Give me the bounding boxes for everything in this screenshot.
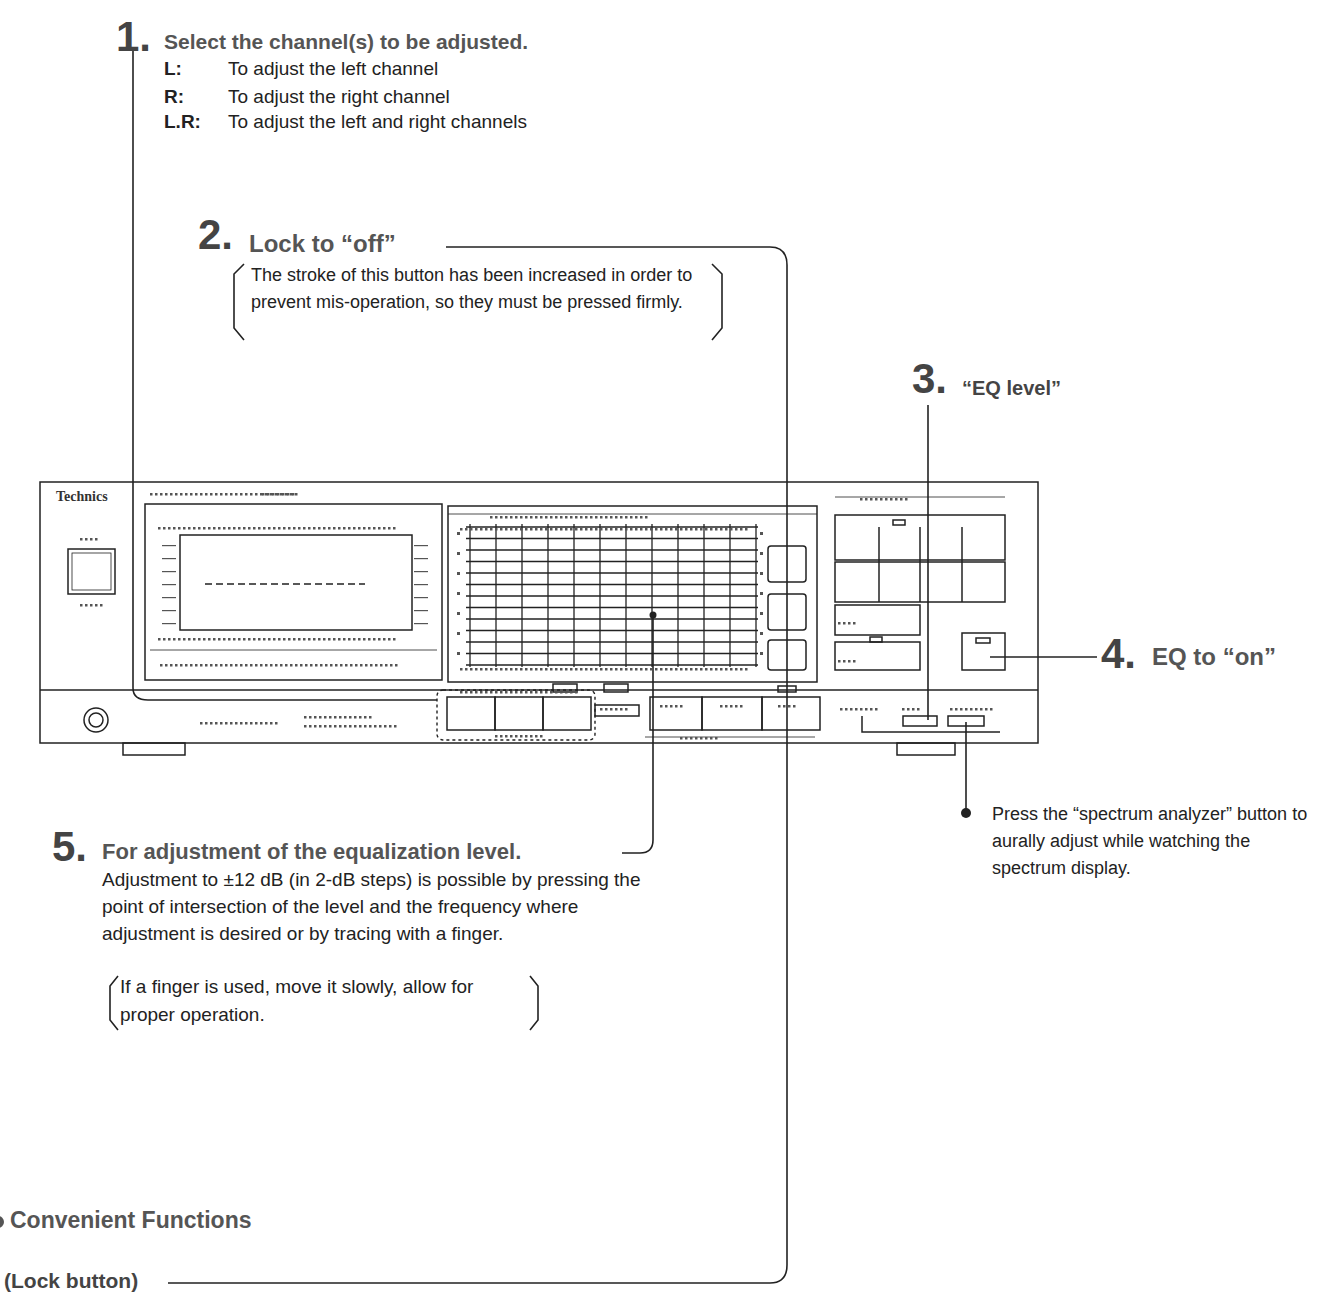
callout-number: 2. (198, 210, 233, 260)
channel-key: L.R: (164, 111, 201, 134)
bullet (0, 1216, 4, 1228)
body-text: Adjustment to ±12 dB (in 2-dB steps) is … (102, 866, 662, 947)
leader-dot (650, 612, 657, 619)
leader-line (168, 247, 787, 1283)
step-heading: EQ to “on” (1152, 643, 1276, 672)
step-heading: Lock to “off” (249, 230, 396, 259)
callout-number: 3. (912, 354, 947, 404)
channel-text: To adjust the left and right channels (228, 111, 527, 134)
note-text: If a finger is used, move it slowly, all… (120, 973, 525, 1029)
leader-line (133, 50, 437, 700)
bracket (234, 264, 244, 340)
dashed-group (437, 690, 595, 740)
channel-text: To adjust the left channel (228, 58, 438, 81)
section-label: (Lock button) (4, 1268, 138, 1293)
leader-line (990, 656, 1097, 658)
section-heading: Convenient Functions (10, 1207, 252, 1235)
step-heading: For adjustment of the equalization level… (102, 839, 521, 865)
channel-text: To adjust the right channel (228, 86, 450, 109)
channel-key: L: (164, 58, 182, 81)
step-heading: Select the channel(s) to be adjusted. (164, 29, 528, 54)
note-text: Press the “spectrum analyzer” button to … (992, 801, 1312, 882)
bracket (530, 976, 538, 1030)
leader-dot (961, 808, 971, 818)
callout-number: 5. (52, 822, 87, 872)
bracket (712, 264, 722, 340)
callout-number: 1. (116, 12, 151, 62)
leader-line (965, 722, 967, 813)
note-text: The stroke of this button has been incre… (251, 262, 713, 316)
leader-line (622, 615, 653, 853)
housing (40, 482, 1038, 743)
brand-logo: Technics (56, 489, 108, 506)
channel-key: R: (164, 86, 184, 109)
bracket (110, 976, 118, 1030)
callout-number: 4. (1101, 629, 1136, 679)
step-heading: “EQ level” (962, 376, 1061, 400)
